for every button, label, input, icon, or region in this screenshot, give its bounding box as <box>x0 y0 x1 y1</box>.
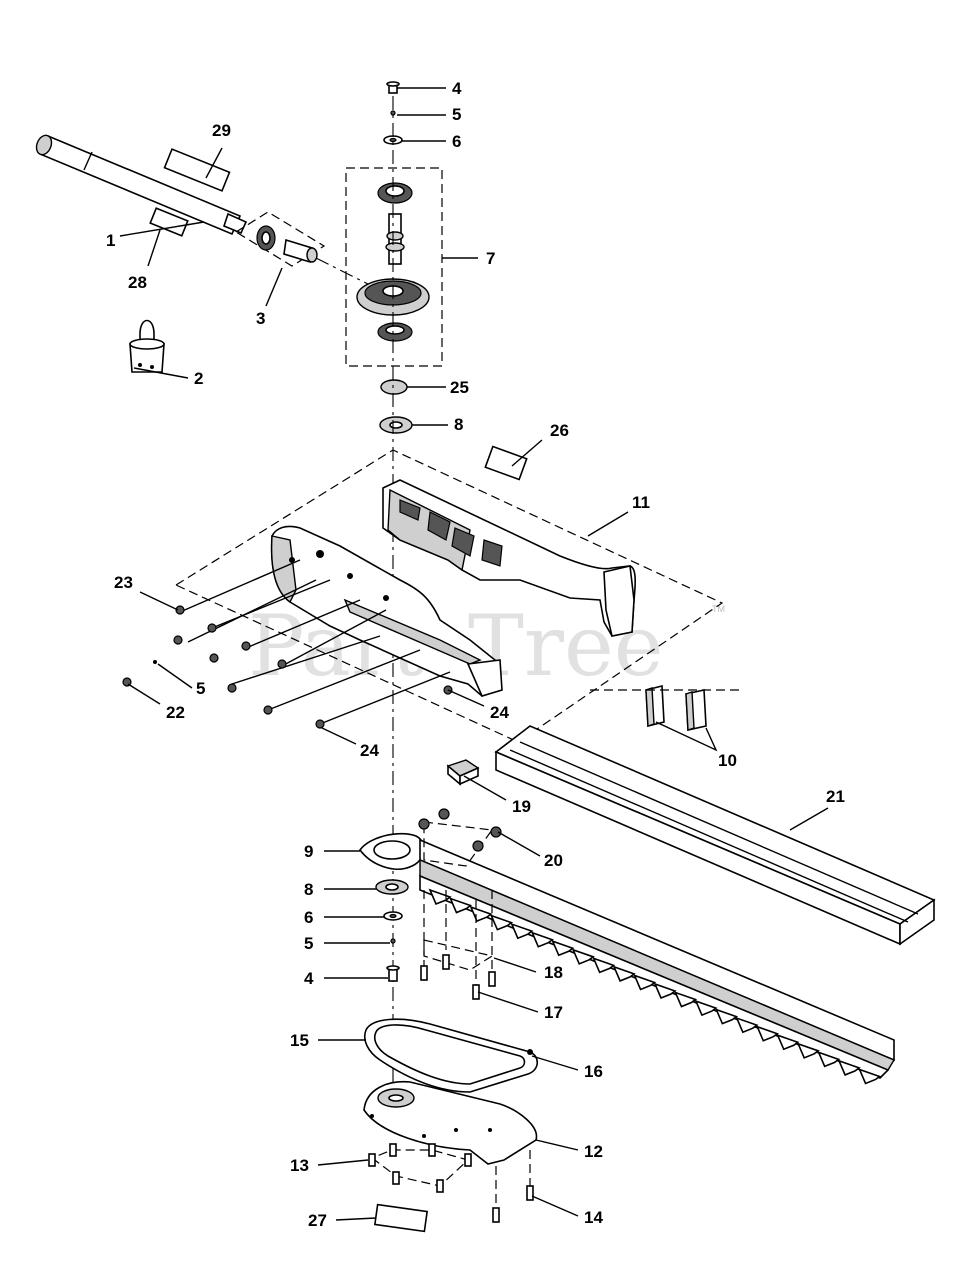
callout-5-bottom: 5 <box>304 934 313 953</box>
callout-4-bottom: 4 <box>304 969 314 988</box>
callout-28: 28 <box>128 273 147 292</box>
blade-tooth <box>653 982 677 1000</box>
part-housing-left <box>270 525 503 697</box>
part-drive-tube <box>35 134 248 236</box>
callout-25: 25 <box>450 378 469 397</box>
callout-5-mid: 5 <box>196 679 205 698</box>
part-housing-right <box>382 479 636 637</box>
blade-tooth <box>612 965 636 982</box>
callout-2: 2 <box>194 369 203 388</box>
blade-tooth <box>796 1042 820 1059</box>
part-screws-13 <box>368 1143 472 1193</box>
blade-tooth <box>755 1025 779 1042</box>
callout-27: 27 <box>308 1211 327 1230</box>
blade-tooth <box>858 1068 882 1085</box>
callout-17: 17 <box>544 1003 563 1022</box>
part-lower-washer-6 <box>383 911 403 921</box>
blade-tooth <box>837 1059 861 1076</box>
callout-24-right: 24 <box>490 703 509 722</box>
label-decal-29 <box>163 148 231 192</box>
callout-12: 12 <box>584 1142 603 1161</box>
housing-screws <box>122 559 453 729</box>
watermark-tm: TM <box>712 604 725 614</box>
part-gasket-15 <box>364 1018 539 1093</box>
callout-13: 13 <box>290 1156 309 1175</box>
part-lower-screw-4 <box>386 965 400 982</box>
callout-5-top: 5 <box>452 105 461 124</box>
part-plate-9 <box>359 832 425 870</box>
blade-tooth <box>776 1033 800 1051</box>
label-decal-27 <box>373 1203 429 1233</box>
callout-6-top: 6 <box>452 132 461 151</box>
callout-3: 3 <box>256 309 265 328</box>
callout-22: 22 <box>166 703 185 722</box>
blade-tooth <box>530 931 554 948</box>
blade-tooth <box>694 999 718 1017</box>
blade-tooth <box>674 991 698 1008</box>
callout-1: 1 <box>106 231 115 250</box>
callout-8-top: 8 <box>454 415 463 434</box>
part-7-group-box <box>345 167 443 367</box>
blade-tooth <box>633 974 657 991</box>
blade-tooth <box>510 922 534 940</box>
housing-group-box <box>174 449 724 743</box>
blade-tooth <box>489 914 514 931</box>
part-pinion-bearing <box>256 225 318 264</box>
part-lower-bearing <box>377 322 413 342</box>
part-gear-shaft <box>385 213 405 265</box>
callout-15: 15 <box>290 1031 309 1050</box>
callout-26: 26 <box>550 421 569 440</box>
label-decal-26 <box>484 445 528 481</box>
callout-23: 23 <box>114 573 133 592</box>
blade-tooth <box>428 888 452 906</box>
callout-7: 7 <box>486 249 495 268</box>
label-decal-28 <box>149 207 189 237</box>
callout-14: 14 <box>584 1208 603 1227</box>
callout-29: 29 <box>212 121 231 140</box>
center-line <box>315 257 371 286</box>
blade-tooth <box>449 897 473 914</box>
callout-24-left: 24 <box>360 741 379 760</box>
callout-8-bottom: 8 <box>304 880 313 899</box>
callout-9: 9 <box>304 842 313 861</box>
callout-16: 16 <box>584 1062 603 1081</box>
callout-20: 20 <box>544 851 563 870</box>
blade-hardware <box>418 808 502 1000</box>
callout-18: 18 <box>544 963 563 982</box>
callout-4-top: 4 <box>452 79 462 98</box>
part-blade-teeth <box>428 888 882 1085</box>
part-cover-12 <box>363 1080 538 1165</box>
part-scabbard-21 <box>494 725 936 946</box>
callout-6-bottom: 6 <box>304 908 313 927</box>
blade-tooth <box>592 957 616 974</box>
part-lower-washer-8 <box>375 879 409 895</box>
callouts: 4 5 6 7 25 8 26 11 23 5 22 24 24 10 19 2… <box>106 79 845 1230</box>
part-bushing-25 <box>380 379 408 395</box>
part-hanger <box>129 319 165 373</box>
blade-tooth <box>571 948 595 965</box>
part-top-washer-5 <box>390 110 396 116</box>
part-screws-14 <box>492 1150 534 1223</box>
callout-10: 10 <box>718 751 737 770</box>
part-upper-bearing <box>377 182 413 204</box>
part-pads-10 <box>645 684 718 752</box>
part-top-screw-4 <box>386 81 400 94</box>
part-3-group-box <box>234 211 326 267</box>
blade-tooth <box>551 939 575 957</box>
part-block-19 <box>446 759 480 786</box>
callout-19: 19 <box>512 797 531 816</box>
blade-tooth <box>817 1051 841 1068</box>
leader-lines <box>119 87 829 1221</box>
part-lower-washer-5 <box>390 938 396 944</box>
blade-tooth <box>735 1016 759 1034</box>
part-thrust-washer-8 <box>379 416 413 434</box>
part-blade <box>419 838 896 1079</box>
blade-tooth <box>714 1008 739 1025</box>
callout-21: 21 <box>826 787 845 806</box>
callout-11: 11 <box>632 493 650 512</box>
